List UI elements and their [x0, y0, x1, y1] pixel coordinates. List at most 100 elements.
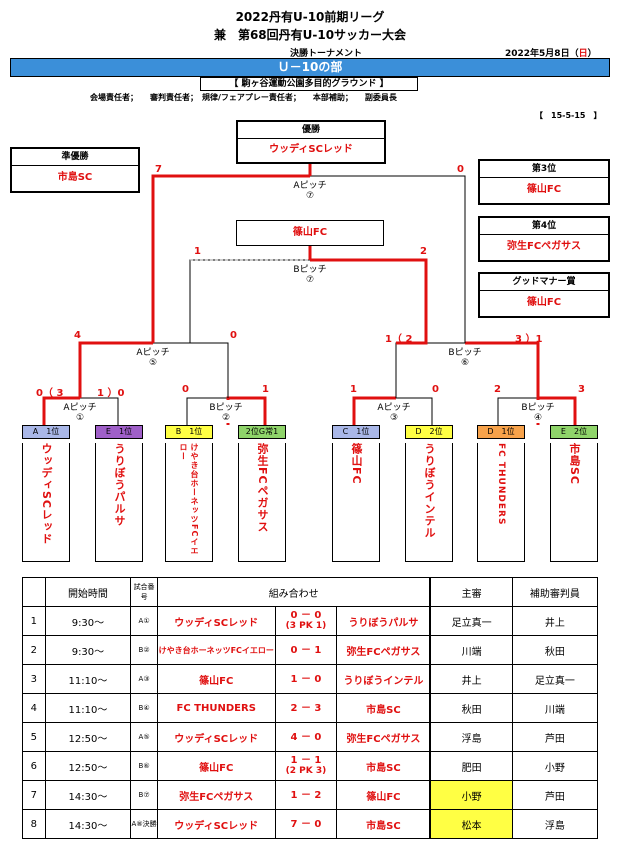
award-good-manner: グッドマナー賞 篠山FC — [478, 272, 610, 318]
third-place-winner: 篠山FC — [236, 220, 384, 246]
team-card: E 1位うりぼうパルサ — [95, 425, 143, 562]
third-score-left: 1 — [194, 246, 201, 257]
assistant-referee: 川端 — [511, 693, 599, 723]
row-number: 5 — [22, 722, 46, 752]
title-line-2: 兼 第68回丹有U-10サッカー大会 — [213, 28, 407, 42]
officials-line: 会場責任者； 審判責任者； 規律/フェアプレー責任者； 本部補助； 副委員長 — [90, 93, 397, 102]
start-time: 14:30～ — [44, 780, 132, 810]
final-score-left: 7 — [155, 164, 162, 175]
team-name-box: うりぼうパルサ — [95, 443, 143, 562]
team-name-box: 市島SC — [550, 443, 598, 562]
team-name-box: 篠山FC — [332, 443, 380, 562]
home-team: ウッディSCレッド — [156, 722, 276, 752]
match-score: 4 － 0 — [274, 722, 338, 752]
referee: 小野 — [429, 780, 513, 810]
match-score: 0 － 0(3 PK 1) — [274, 606, 338, 636]
third-score-right: 2 — [420, 246, 427, 257]
match-score: 0 － 1 — [274, 635, 338, 665]
date: 2022年5月8日（日） — [505, 49, 597, 59]
team-name: 市島SC — [568, 443, 581, 485]
sf-left-score-right: 0 — [230, 330, 237, 341]
home-team: ウッディSCレッド — [156, 809, 276, 839]
subtitle: 決勝トーナメント — [290, 49, 363, 59]
header-matchup: 組み合わせ — [156, 577, 432, 607]
q1-score-right: 1 ）0 — [97, 388, 125, 399]
referee: 浮島 — [429, 722, 513, 752]
assistant-referee: 小野 — [511, 751, 599, 781]
team-card: E 2位市島SC — [550, 425, 598, 562]
match-score: 7 － 0 — [274, 809, 338, 839]
ground-label: 【 駒ヶ谷運動公園多目的グラウンド 】 — [200, 77, 418, 91]
team-name: うりぼうパルサ — [113, 443, 126, 527]
row-number: 7 — [22, 780, 46, 810]
team-seed: C 1位 — [332, 425, 380, 439]
home-team: 篠山FC — [156, 664, 276, 694]
header-game: 試合番号 — [130, 577, 158, 607]
sf-right-score-right: 3 ）1 — [515, 334, 543, 345]
team-card: D 2位うりぼうインテル — [405, 425, 453, 562]
award-champion: 優勝 ウッディSCレッド — [236, 120, 386, 164]
bracket-line — [465, 341, 540, 398]
start-time: 11:10～ — [44, 664, 132, 694]
header-assist: 補助審判員 — [511, 577, 599, 607]
team-card: 2位G常1 弥生FCペガサス — [238, 425, 286, 562]
title-line-1: 2022丹有U-10前期リーグ — [235, 10, 385, 24]
q3-score-left: 1 — [350, 384, 357, 395]
start-time: 11:10～ — [44, 693, 132, 723]
start-time: 12:50～ — [44, 751, 132, 781]
team-seed: D 2位 — [405, 425, 453, 439]
bracket-line — [186, 397, 228, 425]
away-team: 市島SC — [336, 751, 432, 781]
bracket-line — [396, 397, 433, 425]
final-score-right: 0 — [457, 164, 464, 175]
away-team: うりぼうパルサ — [336, 606, 432, 636]
q4-score-left: 2 — [494, 384, 501, 395]
start-time: 12:50～ — [44, 722, 132, 752]
match-score: 1 － 2 — [274, 780, 338, 810]
game-number: A⑤ — [130, 722, 158, 752]
header-time: 開始時間 — [44, 577, 132, 607]
bracket-line — [497, 397, 538, 425]
start-time: 9:30～ — [44, 606, 132, 636]
away-team: 市島SC — [336, 809, 432, 839]
team-name-box: うりぼうインテル — [405, 443, 453, 562]
team-seed: B 1位 — [165, 425, 213, 439]
referee: 足立真一 — [429, 606, 513, 636]
team-name: ウッディSCレッド — [40, 443, 53, 545]
referee: 川端 — [429, 635, 513, 665]
start-time: 14:30～ — [44, 809, 132, 839]
home-team: 弥生FCペガサス — [156, 780, 276, 810]
game-number: B⑥ — [130, 751, 158, 781]
away-team: 市島SC — [336, 693, 432, 723]
team-seed: E 2位 — [550, 425, 598, 439]
game-number: B⑦ — [130, 780, 158, 810]
assistant-referee: 芦田 — [511, 722, 599, 752]
team-card: B 1位けやき台ホーネッツFCイエロー — [165, 425, 213, 562]
q1-score-left: 0（ 3 — [36, 388, 64, 399]
code-label: 【 15-5-15 】 — [535, 111, 602, 120]
header-ref: 主審 — [429, 577, 513, 607]
game-number: A③ — [130, 664, 158, 694]
row-number: 4 — [22, 693, 46, 723]
team-seed: D 1位 — [477, 425, 525, 439]
bracket-line — [42, 396, 80, 425]
assistant-referee: 秋田 — [511, 635, 599, 665]
award-runner-up: 準優勝 市島SC — [10, 147, 140, 193]
team-card: A 1位ウッディSCレッド — [22, 425, 70, 562]
team-name: 弥生FCペガサス — [256, 443, 269, 533]
award-fourth: 第4位 弥生FCペガサス — [478, 216, 610, 262]
row-number: 8 — [22, 809, 46, 839]
home-team: FC THUNDERS — [156, 693, 276, 723]
referee: 松本 — [429, 809, 513, 839]
q2-score-left: 0 — [182, 384, 189, 395]
team-seed: 2位G常1 — [238, 425, 286, 439]
row-number: 3 — [22, 664, 46, 694]
